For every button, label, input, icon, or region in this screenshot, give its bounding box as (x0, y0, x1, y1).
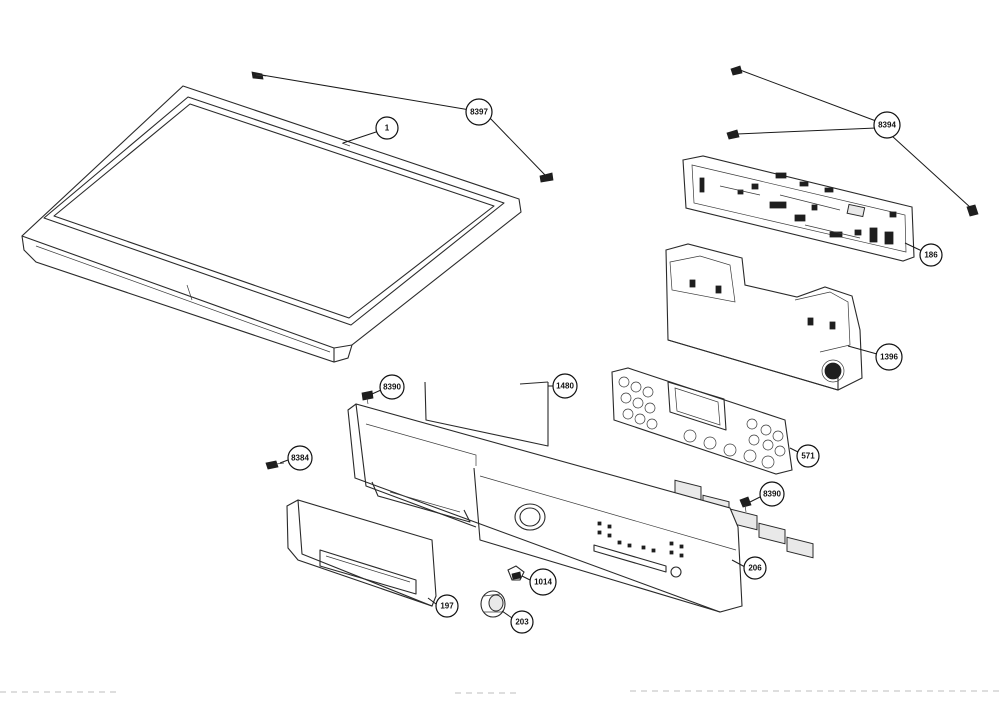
knob-spindle-part (507, 565, 525, 581)
svg-text:8384: 8384 (291, 454, 309, 463)
program-knob-part (480, 590, 506, 618)
screw-8397-right (539, 172, 554, 183)
callout-203: 203 (510, 610, 534, 634)
svg-text:186: 186 (924, 251, 938, 260)
callout-197: 197 (435, 594, 459, 618)
leader-lines (261, 69, 972, 619)
svg-text:571: 571 (801, 452, 815, 461)
callout-8390-right: 8390 (759, 481, 785, 507)
screw-8397-left (251, 71, 267, 80)
screw-8390-right (739, 496, 752, 513)
svg-text:8394: 8394 (878, 121, 896, 130)
svg-text:8397: 8397 (470, 108, 488, 117)
callout-186: 186 (919, 243, 943, 267)
callout-1: 1 (375, 116, 399, 140)
callout-206: 206 (743, 556, 767, 580)
callout-1014: 1014 (529, 568, 557, 596)
callout-8394: 8394 (873, 111, 901, 139)
display-frame-part (611, 367, 793, 475)
screw-8394-middle (726, 129, 740, 140)
callout-571: 571 (796, 444, 820, 468)
svg-text:197: 197 (440, 602, 454, 611)
svg-text:1014: 1014 (534, 578, 552, 587)
callout-1396: 1396 (875, 343, 903, 371)
pcb-part (682, 155, 915, 262)
svg-text:1: 1 (385, 124, 390, 133)
svg-text:8390: 8390 (763, 490, 781, 499)
svg-text:8390: 8390 (383, 383, 401, 392)
svg-text:203: 203 (515, 618, 529, 627)
callout-8397: 8397 (465, 98, 493, 126)
wire-rod-part (424, 381, 549, 447)
callout-8390-left: 8390 (379, 374, 405, 400)
screw-8390-left (361, 390, 374, 405)
control-panel-part (347, 403, 743, 613)
svg-text:1480: 1480 (556, 382, 574, 391)
callout-1480: 1480 (552, 373, 578, 399)
callout-8384: 8384 (287, 445, 313, 471)
screw-8394-bottom (966, 204, 979, 217)
bottom-trace-lines (0, 690, 1000, 694)
worktop-part (21, 85, 522, 363)
screw-8394-top (730, 65, 743, 76)
drawer-front-part (286, 499, 437, 607)
svg-text:1396: 1396 (880, 353, 898, 362)
screw-8384 (265, 460, 285, 470)
svg-text:206: 206 (748, 564, 762, 573)
